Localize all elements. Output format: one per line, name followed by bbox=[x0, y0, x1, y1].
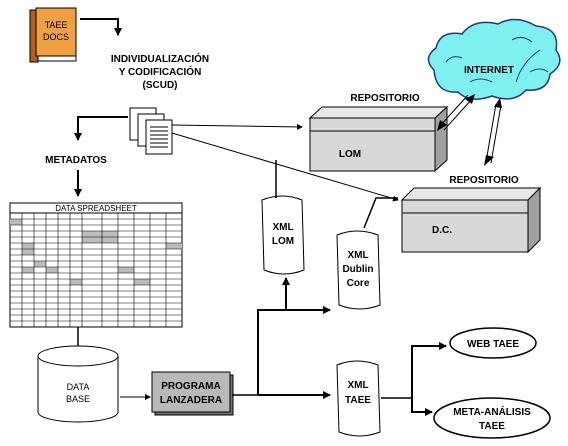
meta-analisis-node: META-ANÁLISIS TAEE bbox=[433, 397, 551, 439]
spreadsheet-title: DATA SPREADSHEET bbox=[55, 204, 137, 213]
xml-taee-line1: XML bbox=[347, 380, 368, 391]
xml-dc-line2: Dublin bbox=[342, 264, 373, 275]
xml-dc-line3: Core bbox=[347, 278, 370, 289]
programa-lanzadera-box: PROGRAMA LANZADERA bbox=[151, 371, 234, 416]
internet-label: INTERNET bbox=[464, 65, 514, 76]
xml-dc-line1: XML bbox=[347, 250, 368, 261]
database-cylinder: DATA BASE bbox=[37, 345, 119, 423]
metadatos-label: METADATOS bbox=[45, 155, 107, 166]
data-spreadsheet: DATA SPREADSHEET bbox=[9, 202, 183, 328]
web-taee-label: WEB TAEE bbox=[467, 339, 519, 350]
repo-dc-title: REPOSITORIO bbox=[449, 175, 518, 186]
meta-label-line2: TAEE bbox=[479, 421, 505, 432]
document-stack-icon bbox=[129, 107, 173, 155]
xml-lom-document: XML LOM bbox=[261, 195, 305, 275]
arrow-trunk-to-xml-lom bbox=[257, 277, 290, 395]
spreadsheet-grid bbox=[10, 213, 182, 327]
arrow-to-web-taee bbox=[411, 342, 447, 398]
arrow-docs-to-metadatos bbox=[74, 116, 128, 141]
xml-taee-document: XML TAEE bbox=[336, 360, 381, 437]
programa-label-line2: LANZADERA bbox=[160, 395, 222, 406]
database-label-line2: BASE bbox=[66, 394, 90, 404]
scud-label-line3: (SCUD) bbox=[143, 80, 178, 91]
line-xml-dc-to-repo-dc bbox=[363, 197, 398, 229]
internet-cloud: INTERNET bbox=[427, 18, 561, 100]
book-cover bbox=[35, 7, 77, 57]
xml-lom-line1: XML bbox=[272, 222, 293, 233]
link-repo-dc-internet bbox=[484, 98, 502, 166]
arrow-docs-to-repo-lom bbox=[171, 123, 303, 130]
taee-docs-book: TAEE DOCS bbox=[29, 7, 77, 63]
repo-lom-label: LOM bbox=[339, 149, 361, 160]
web-taee-node: WEB TAEE bbox=[449, 327, 537, 359]
meta-label-line1: META-ANÁLISIS bbox=[453, 405, 531, 418]
repositorio-lom-box: REPOSITORIO LOM bbox=[308, 93, 449, 173]
repo-dc-label: D.C. bbox=[432, 225, 452, 236]
book-pages bbox=[37, 55, 77, 62]
xml-lom-line2: LOM bbox=[272, 236, 294, 247]
scud-label-line1: INDIVIDUALIZACIÓN bbox=[111, 52, 209, 65]
repo-lom-title: REPOSITORIO bbox=[350, 93, 419, 104]
xml-taee-line2: TAEE bbox=[345, 395, 371, 406]
xml-dublin-core-document: XML Dublin Core bbox=[336, 230, 381, 310]
link-repo-lom-internet bbox=[437, 94, 475, 131]
database-label-line1: DATA bbox=[67, 382, 90, 392]
scud-label-line2: Y CODIFICACIÓN bbox=[119, 65, 202, 78]
arrow-book-to-scud bbox=[80, 18, 122, 36]
programa-label-line1: PROGRAMA bbox=[161, 381, 220, 392]
book-label-line1: TAEE bbox=[45, 20, 68, 30]
book-label-line2: DOCS bbox=[43, 32, 69, 42]
arrow-docs-to-repo-dc bbox=[171, 132, 399, 202]
repositorio-dc-box: REPOSITORIO D.C. bbox=[400, 175, 542, 254]
arrow-to-meta-analisis bbox=[411, 398, 433, 416]
